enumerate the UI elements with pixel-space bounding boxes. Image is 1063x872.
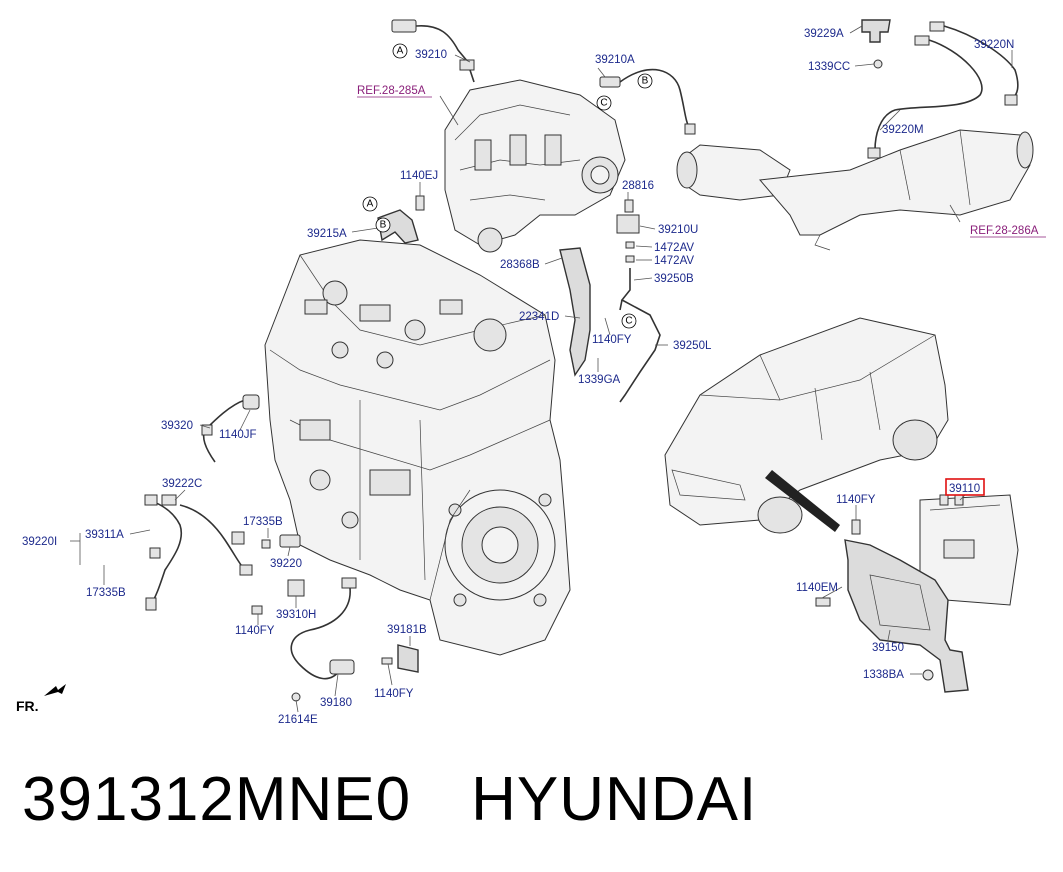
label-1338ba: 1338BA [863,669,904,681]
label-1140jf: 1140JF [219,429,257,441]
label-39320: 39320 [161,420,193,432]
label-39250l: 39250L [673,340,712,352]
ref-label-28-286a: REF.28-286A [970,225,1039,237]
label-17335b-1: 17335B [86,587,126,599]
callout-c-top-text: C [600,98,607,109]
label-1472av-2: 1472AV [654,255,694,267]
label-39180: 39180 [320,697,352,709]
catalytic-converter [676,129,1034,251]
label-39181b: 39181B [387,624,427,636]
label-28368b: 28368B [500,259,540,271]
label-39229a: 39229A [804,28,844,40]
highlight-box-39110 [945,478,985,496]
exhaust-manifold-turbo [444,79,626,253]
callout-c-mid-text: C [625,316,632,327]
fr-label: FR. [16,698,39,714]
fr-arrow-icon [44,684,66,696]
label-39210u: 39210U [658,224,698,236]
label-39310h: 39310H [276,609,316,621]
label-1140fy-2: 1140FY [235,625,275,637]
hose-39250 [619,268,661,403]
callout-a-mid [362,196,378,212]
ref-label-28-285a: REF.28-285A [357,85,426,97]
label-1140em: 1140EM [796,582,838,594]
callout-c-mid [621,313,637,329]
knock-sensor-39320 [201,394,260,463]
camshaft-sensor-39220 [261,534,301,549]
label-39311a: 39311A [85,529,124,541]
callout-a-top-text: A [397,46,404,57]
callout-circles: A B C A B C [362,43,653,329]
label-1339ga: 1339GA [578,374,621,386]
label-39250b: 39250B [654,273,694,285]
label-21614e: 21614E [278,714,318,726]
callout-a-mid-text: A [367,199,374,210]
exploded-parts-diagram: A B C A B C 39210 39210A REF.28-285A 392… [16,19,1046,726]
label-1140ej: 1140EJ [400,170,438,182]
part-number: 391312MNE0 [22,765,412,834]
engine-assembly [264,239,571,656]
label-39220m: 39220M [882,124,924,136]
bracket-39181B [381,644,419,673]
oxygen-sensor-39210A [599,68,696,135]
callout-c-top [596,95,612,111]
ecu-bracket-39150 [815,519,969,693]
bracket-39229A [861,19,891,69]
label-39210: 39210 [415,49,447,61]
label-39210a: 39210A [595,54,635,66]
oxygen-sensor-39210 [391,19,475,83]
vehicle-illustration [664,317,949,534]
label-28816: 28816 [622,180,654,192]
ecu-module-39110 [919,494,1019,606]
label-39220n: 39220N [974,39,1014,51]
part-caption: 391312MNE0 HYUNDAI [22,764,757,835]
label-39220i: 39220I [22,536,57,548]
crank-sensor-39310H [251,579,305,615]
label-17335b-2: 17335B [243,516,283,528]
oxygen-sensor-39220N [867,21,1019,159]
label-39222c: 39222C [162,478,202,490]
callout-b-mid-text: B [380,220,387,231]
front-orientation-marker: FR. [16,684,66,714]
callout-b-top [637,73,653,89]
label-39220: 39220 [270,558,302,570]
pressure-sensor-39210U [616,199,640,263]
leader-lines [70,25,1013,713]
callout-b-top-text: B [642,76,649,87]
bracket-28368B [559,247,591,377]
callout-a-top [392,43,408,59]
label-1140fy-1: 1140FY [592,334,632,346]
wiring-39222C [144,494,253,611]
label-1339cc: 1339CC [808,61,850,73]
label-39150: 39150 [872,642,904,654]
brand-name: HYUNDAI [471,765,758,834]
callout-b-mid [375,217,391,233]
label-39215a: 39215A [307,228,347,240]
sensor-wire-39180 [290,577,357,702]
label-39110: 39110 [949,483,980,495]
part-labels: 39210 39210A REF.28-285A 39229A 39220N 1… [22,28,1046,726]
label-1140fy-4: 1140FY [836,494,876,506]
label-1140fy-3: 1140FY [374,688,414,700]
label-1472av-1: 1472AV [654,242,694,254]
label-22341d: 22341D [519,311,559,323]
